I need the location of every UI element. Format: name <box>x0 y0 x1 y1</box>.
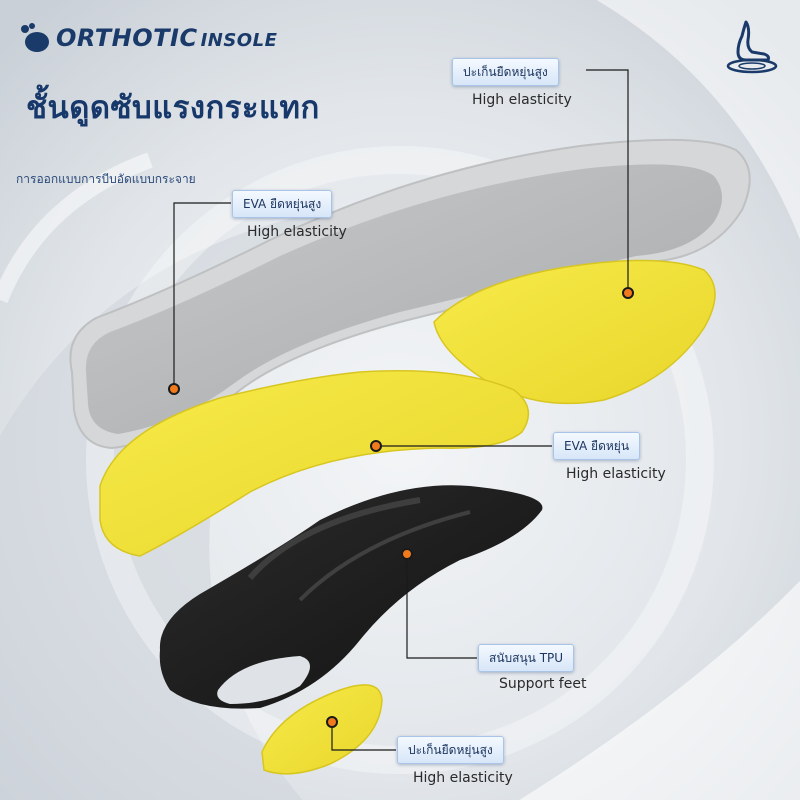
marker-dot <box>370 440 382 452</box>
marker-dot <box>622 287 634 299</box>
callout-caption-eva: High elasticity <box>566 466 666 482</box>
brand-name-sub: INSOLE <box>200 30 278 51</box>
callout-caption-tpu: Support feet <box>499 676 587 692</box>
leader-line-2 <box>173 202 231 388</box>
callout-label-eva: EVA ยืดหยุ่น <box>553 432 641 460</box>
heel-pad-bottom <box>261 684 383 775</box>
foot-logo-icon <box>21 23 49 52</box>
leader-line-4 <box>406 554 477 659</box>
marker-dot <box>168 383 180 395</box>
markers <box>168 287 634 728</box>
callout-label-eva-high: EVA ยืดหยุ่นสูง <box>232 190 333 218</box>
marker-dot <box>326 716 338 728</box>
marker-dot <box>401 548 413 560</box>
eva-yellow-layer <box>99 370 530 557</box>
callout-caption-top-pad: High elasticity <box>472 92 572 108</box>
callout-label-tpu: สนับสนุน TPU <box>478 644 575 672</box>
callout-caption-bottom-pad: High elasticity <box>413 770 513 786</box>
callout-label-top-pad: ปะเก็นยืดหยุ่นสูง <box>452 58 559 86</box>
brand-name-main: ORTHOTIC <box>56 24 198 52</box>
callout-label-bottom-pad: ปะเก็นยืดหยุ่นสูง <box>397 736 504 764</box>
page-subtitle: การออกแบบการบีบอัดแบบกระจาย <box>16 172 196 186</box>
tpu-support-shell <box>159 485 543 709</box>
page-title: ชั้นดูดซับแรงกระแทก <box>26 90 320 126</box>
leader-line-5 <box>331 724 396 751</box>
leader-line-1 <box>586 69 629 292</box>
foot-arch-icon <box>726 20 778 74</box>
callout-caption-eva-high: High elasticity <box>247 224 347 240</box>
